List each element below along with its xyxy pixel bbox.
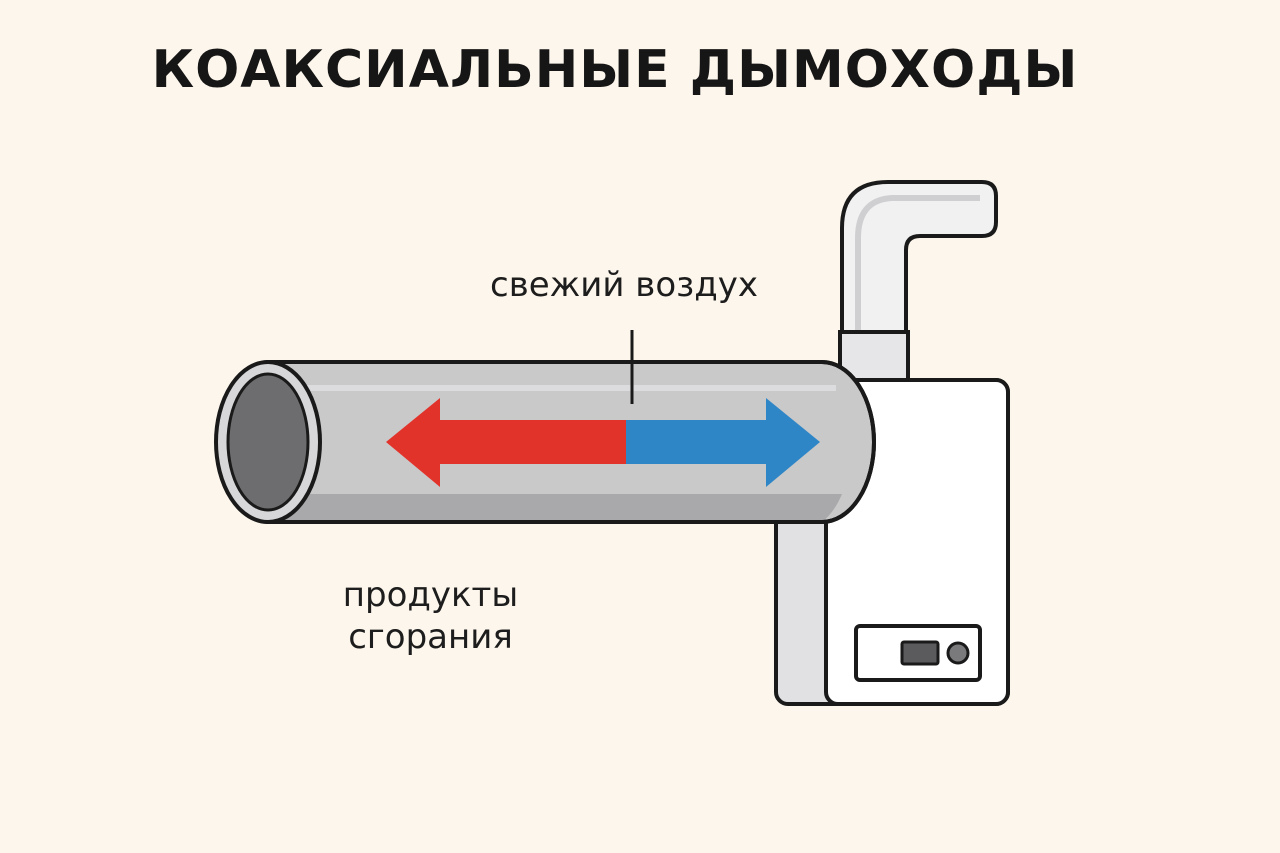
fresh-air-label: свежий воздух xyxy=(490,265,758,305)
combustion-label-line1: продукты xyxy=(342,575,519,615)
combustion-flow-arrow xyxy=(386,398,628,487)
boiler-control-panel xyxy=(854,624,982,682)
flow-arrow-icon xyxy=(386,398,820,487)
diagram-title: КОАКСИАЛЬНЫЕ ДЫМОХОДЫ xyxy=(151,40,1079,100)
coaxial-pipe xyxy=(214,360,876,524)
combustion-products-label: продукты сгорания xyxy=(333,574,528,658)
fresh-air-flow-arrow xyxy=(626,398,820,487)
vertical-flue-pipe xyxy=(838,180,998,386)
combustion-label-line2: сгорания xyxy=(348,617,513,657)
